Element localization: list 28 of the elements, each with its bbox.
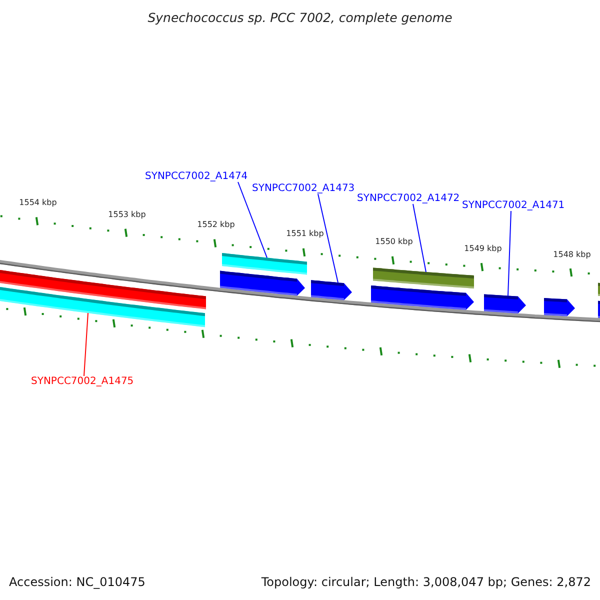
diagram-title: Synechococcus sp. PCC 7002, complete genome bbox=[146, 10, 454, 25]
leader-line bbox=[318, 194, 338, 284]
gene-bar bbox=[0, 286, 205, 328]
gene-label: SYNPCC7002_A1472 bbox=[357, 193, 460, 204]
footer-text: Accession: NC_010475 bbox=[9, 575, 146, 589]
gene-feature bbox=[220, 270, 305, 296]
scale-label: 1549 kbp bbox=[464, 244, 502, 254]
leader-line bbox=[84, 312, 88, 376]
gene-feature bbox=[311, 280, 352, 300]
scale-label: 1554 kbp bbox=[19, 198, 57, 208]
scale-label: 1548 kbp bbox=[553, 250, 591, 258]
gene-label: SYNPCC7002_A1474 bbox=[145, 171, 248, 182]
leader-line bbox=[508, 210, 512, 296]
gene-bar bbox=[222, 253, 307, 275]
gene-label: SYNPCC7002_A1475 bbox=[31, 376, 134, 387]
gene-feature bbox=[544, 298, 575, 316]
gene-feature bbox=[371, 286, 474, 310]
gene-feature bbox=[484, 294, 526, 314]
scale-label: 1551 kbp bbox=[286, 229, 324, 238]
gene-label: SYNPCC7002_A1471 bbox=[462, 200, 565, 211]
footer-text: Topology: circular; Length: 3,008,047 bp; Genes: 2,872 bbox=[261, 575, 591, 589]
leader-line bbox=[412, 204, 426, 272]
leader-line bbox=[238, 182, 268, 258]
gene-label: SYNPCC7002_A1473 bbox=[252, 183, 355, 194]
gene-bar bbox=[373, 268, 474, 288]
scale-label: 1550 kbp bbox=[375, 237, 413, 246]
scale-label: 1553 kbp bbox=[108, 210, 146, 219]
scale-label: 1552 kbp bbox=[197, 220, 235, 230]
